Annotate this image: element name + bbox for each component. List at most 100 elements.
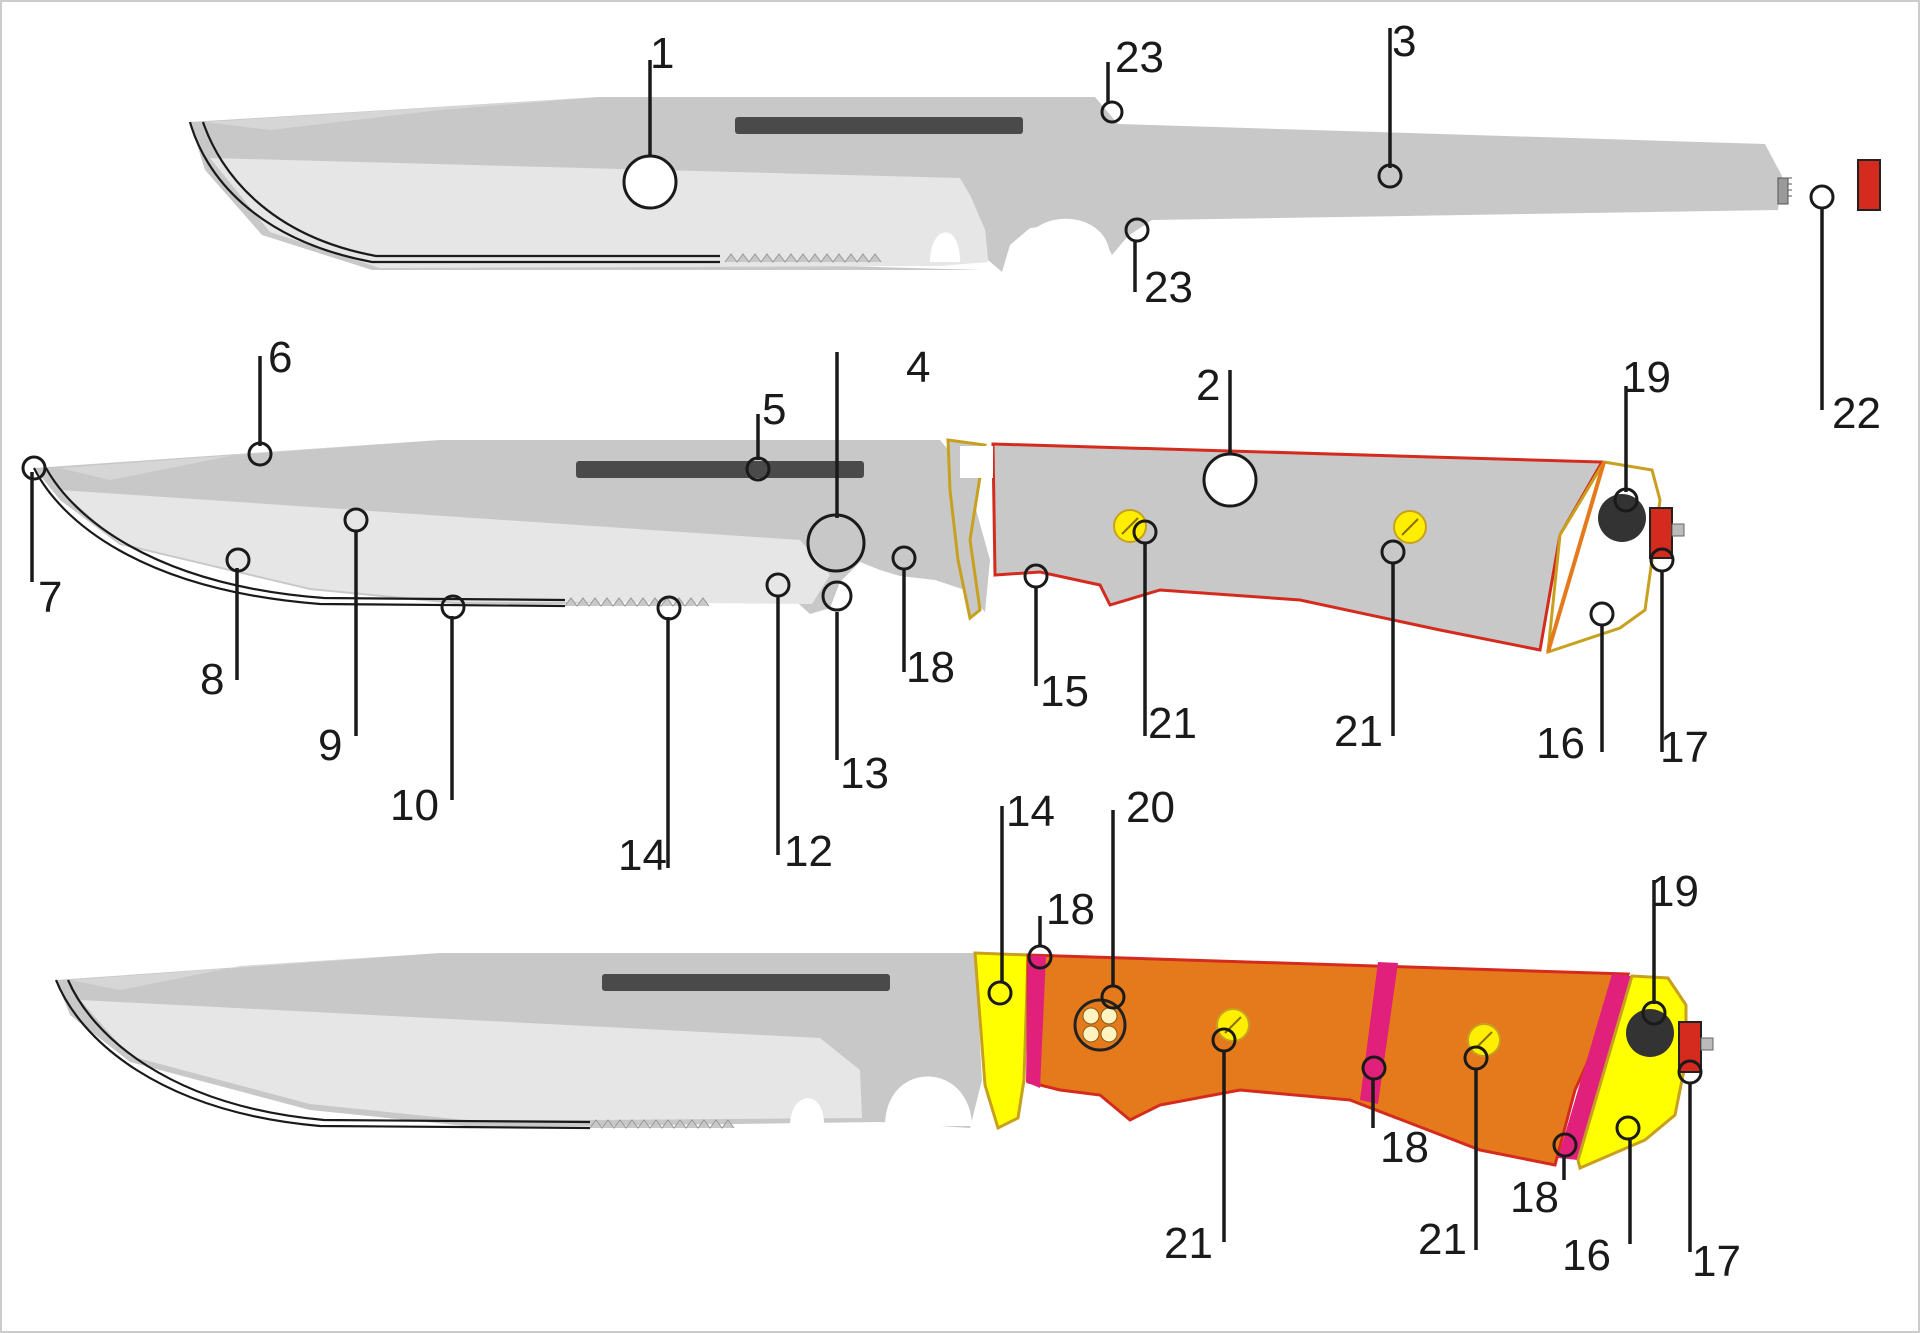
tang-pommel-nut <box>1857 159 1881 211</box>
callout-23a-label: 23 <box>1115 33 1164 82</box>
callout-15-marker <box>1023 563 1049 589</box>
tang-edge-line <box>201 121 720 258</box>
assembled-serrations <box>589 1119 735 1129</box>
callout-4-label: 4 <box>906 343 930 392</box>
callout-10-label: 10 <box>390 781 439 830</box>
compass-dot-3 <box>1082 1025 1100 1043</box>
callout-17a-marker <box>1649 547 1675 573</box>
callout-14b-marker <box>987 980 1013 1006</box>
callout-12-label: 12 <box>784 827 833 876</box>
assembled-fuller-slot <box>602 974 890 991</box>
callout-19a-label: 19 <box>1622 353 1671 402</box>
assembled-lanyard-ball <box>1626 1009 1674 1057</box>
callout-20-marker <box>1100 984 1126 1010</box>
outline-handle-pocket <box>960 446 993 478</box>
callout-16a-marker <box>1589 601 1615 627</box>
tang-threaded-end <box>1777 177 1792 205</box>
callout-16a-label: 16 <box>1536 719 1585 768</box>
callout-21b-label: 21 <box>1334 707 1383 756</box>
callout-8-marker <box>225 547 251 573</box>
callout-8-label: 8 <box>200 655 224 704</box>
tang-view: 1 23 3 23 22 <box>188 17 1881 438</box>
tang-serrations <box>724 253 882 263</box>
assembled-view: 14 18 20 21 18 21 18 16 17 19 <box>54 783 1741 1286</box>
callout-18a-label: 18 <box>906 643 955 692</box>
assembled-blade-flat <box>80 1000 862 1120</box>
assembled-handle <box>1026 953 1631 1167</box>
callout-12-marker <box>765 572 791 598</box>
callout-19a-marker <box>1613 487 1639 513</box>
callout-18b-marker <box>1027 944 1053 970</box>
callout-21d-marker <box>1463 1045 1489 1071</box>
tang-blade-bevel <box>205 97 600 130</box>
assembled-finger-choil <box>790 1098 825 1126</box>
callout-3-label: 3 <box>1392 17 1416 66</box>
callout-22-marker <box>1809 184 1835 210</box>
callout-9-marker <box>343 507 369 533</box>
outline-edge-line <box>45 467 566 602</box>
tang-guard-notch <box>1020 218 1111 260</box>
assembled-spacer-front <box>1026 955 1046 1088</box>
outline-view: 6 7 8 9 10 14 12 13 4 5 18 15 <box>21 333 1709 880</box>
callout-2-marker <box>1202 452 1258 508</box>
callout-7-marker <box>21 455 47 481</box>
outline-serrations <box>564 597 710 607</box>
outline-screw-2-slot <box>1401 518 1419 536</box>
callout-10-marker <box>440 594 466 620</box>
callout-19b-label: 19 <box>1650 867 1699 916</box>
callout-21c-label: 21 <box>1164 1219 1213 1268</box>
callout-6-label: 6 <box>268 333 292 382</box>
assembled-screw-2-slot <box>1475 1031 1493 1049</box>
tang-fuller-slot <box>735 117 1023 134</box>
callout-4-marker <box>806 513 866 573</box>
callout-5-marker <box>745 456 771 482</box>
outline-threaded-tip <box>1671 523 1685 537</box>
callout-21c-marker <box>1211 1027 1237 1053</box>
callout-21b-marker <box>1380 539 1406 565</box>
callout-21d-label: 21 <box>1418 1215 1467 1264</box>
callout-15-label: 15 <box>1040 667 1089 716</box>
assembled-edge-bevel <box>54 979 591 1130</box>
callout-13-marker <box>821 580 853 612</box>
callout-17b-marker <box>1677 1059 1703 1085</box>
callout-1-marker <box>622 154 678 210</box>
assembled-guard-notch <box>885 1076 972 1126</box>
tang-blade-flat <box>210 158 988 268</box>
assembled-edge-line <box>66 979 591 1124</box>
callout-14b-label: 14 <box>1006 787 1055 836</box>
compass-dot-2 <box>1100 1007 1118 1025</box>
callout-17a-label: 17 <box>1660 723 1709 772</box>
callout-21a-marker <box>1132 519 1158 545</box>
callout-6-marker <box>247 441 273 467</box>
callout-13-label: 13 <box>840 749 889 798</box>
callout-16b-marker <box>1615 1115 1641 1141</box>
assembled-threaded-tip <box>1700 1037 1714 1051</box>
compass-dot-1 <box>1082 1007 1100 1025</box>
callout-23a-marker <box>1100 100 1124 124</box>
callout-14a-marker <box>656 595 682 621</box>
assembled-spacer-rear <box>1558 974 1632 1160</box>
outline-screw-1-slot <box>1121 517 1139 535</box>
callout-18c-marker <box>1361 1055 1387 1081</box>
callout-3-marker <box>1377 163 1403 189</box>
callout-18d-marker <box>1552 1132 1578 1158</box>
tang-finger-choil <box>930 232 960 262</box>
callout-2-label: 2 <box>1196 361 1220 410</box>
callout-16b-label: 16 <box>1562 1231 1611 1280</box>
callout-18d-label: 18 <box>1510 1173 1559 1222</box>
assembled-blade-bevel <box>70 953 440 990</box>
callout-23b-marker <box>1124 217 1150 243</box>
callout-22-label: 22 <box>1832 389 1881 438</box>
callout-17b-label: 17 <box>1692 1237 1741 1286</box>
outline-blade-bevel <box>60 440 440 480</box>
callout-21a-label: 21 <box>1148 699 1197 748</box>
callout-14a-label: 14 <box>618 831 667 880</box>
callout-20-label: 20 <box>1126 783 1175 832</box>
callout-18c-label: 18 <box>1380 1123 1429 1172</box>
callout-19b-marker <box>1641 1000 1667 1026</box>
callout-1-label: 1 <box>650 29 674 78</box>
callout-18a-marker <box>891 545 917 571</box>
callout-5-label: 5 <box>762 385 786 434</box>
compass-dot-4 <box>1100 1025 1118 1043</box>
